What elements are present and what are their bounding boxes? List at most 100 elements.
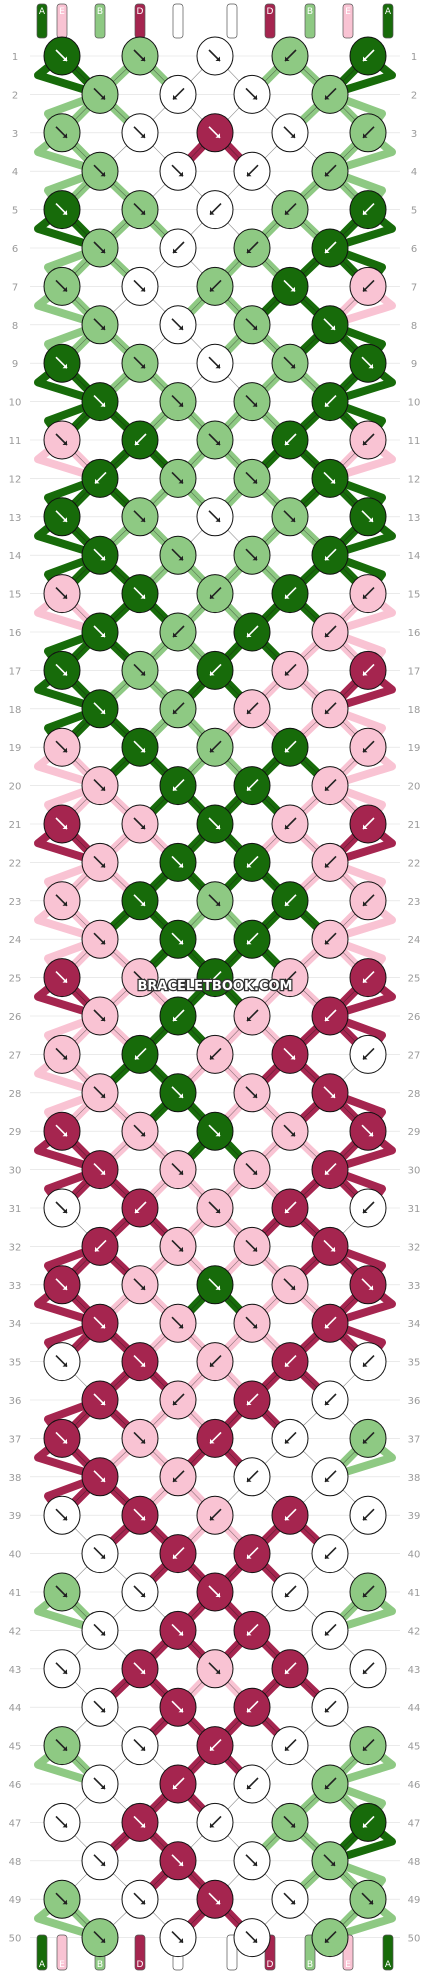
- row-number-left: 34: [9, 1319, 22, 1330]
- row-number-left: 27: [9, 1050, 22, 1061]
- knot: [349, 190, 387, 230]
- knot: [233, 1918, 271, 1958]
- knot: [311, 305, 349, 345]
- arrow-head-icon: [140, 670, 145, 676]
- row-number-right: 44: [408, 1703, 421, 1714]
- arrow-head-icon: [325, 862, 330, 868]
- knot: [233, 689, 271, 729]
- knot: [121, 1879, 159, 1919]
- knot: [43, 1034, 81, 1074]
- arrow-head-icon: [247, 786, 252, 791]
- arrow-head-icon: [247, 1400, 252, 1405]
- knot: [349, 343, 387, 383]
- arrow-head-icon: [62, 1438, 67, 1444]
- knot: [159, 1303, 197, 1343]
- arrow-head-icon: [140, 1669, 145, 1674]
- arrow-head-icon: [100, 1323, 105, 1329]
- row-number-left: 11: [9, 436, 22, 447]
- arrow-head-icon: [285, 824, 290, 829]
- knot: [159, 1841, 197, 1881]
- knot: [311, 842, 349, 882]
- knot: [159, 1226, 197, 1266]
- knot: [121, 36, 159, 76]
- row-number-left: 35: [9, 1358, 22, 1369]
- knot: [311, 612, 349, 652]
- arrow-head-icon: [290, 1131, 295, 1137]
- arrow-head-icon: [173, 709, 178, 714]
- arrow-head-icon: [62, 901, 67, 906]
- arrow-head-icon: [368, 363, 373, 369]
- knot: [311, 919, 349, 959]
- strands_bottom-strand-label: C: [175, 1960, 181, 1970]
- row-number-left: 48: [9, 1857, 22, 1868]
- knot: [233, 1687, 271, 1727]
- arrow-head-icon: [285, 1592, 290, 1597]
- knot: [121, 420, 159, 460]
- arrow-head-icon: [62, 1131, 67, 1137]
- knot: [349, 881, 387, 921]
- arrow-head-icon: [100, 709, 105, 714]
- arrow-head-icon: [290, 133, 295, 138]
- row-number-right: 38: [408, 1473, 421, 1484]
- arrow-head-icon: [325, 1400, 330, 1405]
- arrow-head-icon: [100, 1938, 105, 1943]
- knot: [233, 1841, 271, 1881]
- row-number-right: 22: [408, 858, 421, 869]
- knot: [271, 266, 309, 306]
- arrow-head-icon: [100, 1400, 105, 1405]
- row-number-right: 1: [411, 52, 417, 63]
- arrow-head-icon: [215, 1285, 220, 1290]
- knot: [311, 766, 349, 806]
- arrow-head-icon: [368, 1131, 373, 1137]
- knot: [196, 1188, 234, 1228]
- arrow-head-icon: [363, 594, 368, 599]
- knot: [311, 1687, 349, 1727]
- arrow-head-icon: [247, 1707, 252, 1713]
- knot: [43, 1495, 81, 1535]
- arrow-head-icon: [325, 94, 330, 100]
- knot: [81, 1073, 119, 1113]
- row-number-left: 22: [9, 858, 22, 869]
- arrow-head-icon: [285, 1208, 290, 1213]
- arrow-head-icon: [252, 1861, 257, 1866]
- arrow-head-icon: [100, 1093, 105, 1098]
- arrow-head-icon: [325, 1170, 330, 1175]
- arrow-head-icon: [325, 402, 330, 407]
- knot: [121, 113, 159, 153]
- arrow-head-icon: [178, 1861, 183, 1866]
- arrow-head-icon: [325, 786, 330, 791]
- arrow-head-icon: [62, 56, 67, 61]
- arrow-head-icon: [330, 478, 335, 484]
- row-number-left: 15: [9, 590, 22, 601]
- arrow-head-icon: [62, 210, 67, 215]
- arrow-head-icon: [210, 286, 215, 292]
- arrow-head-icon: [363, 1746, 368, 1751]
- knot: [349, 1111, 387, 1151]
- arrow-head-icon: [173, 1016, 178, 1021]
- arrow-head-icon: [140, 1438, 145, 1444]
- arrow-head-icon: [325, 1707, 330, 1713]
- arrow-head-icon: [140, 901, 145, 906]
- strands_top-strand-2: [94, 3, 106, 39]
- arrow-head-icon: [363, 901, 368, 906]
- arrow-head-icon: [285, 440, 290, 445]
- knot: [43, 1418, 81, 1458]
- knot: [121, 266, 159, 306]
- knot-layer: [43, 36, 387, 1958]
- strands_bottom-strand-label: D: [137, 1960, 144, 1970]
- arrow-head-icon: [100, 939, 105, 945]
- strands_top-strand-label: A: [39, 7, 46, 17]
- row-number-right: 16: [408, 628, 421, 639]
- knot: [159, 612, 197, 652]
- arrow-head-icon: [173, 1784, 178, 1789]
- knot: [271, 1342, 309, 1382]
- knot: [311, 1303, 349, 1343]
- knot: [121, 1418, 159, 1458]
- row-number-left: 13: [9, 513, 22, 524]
- strands_top-strand-0: [36, 3, 48, 39]
- knot: [196, 804, 234, 844]
- knot: [271, 1572, 309, 1612]
- row-number-right: 2: [411, 90, 417, 101]
- row-number-left: 9: [12, 359, 18, 370]
- knot: [81, 305, 119, 345]
